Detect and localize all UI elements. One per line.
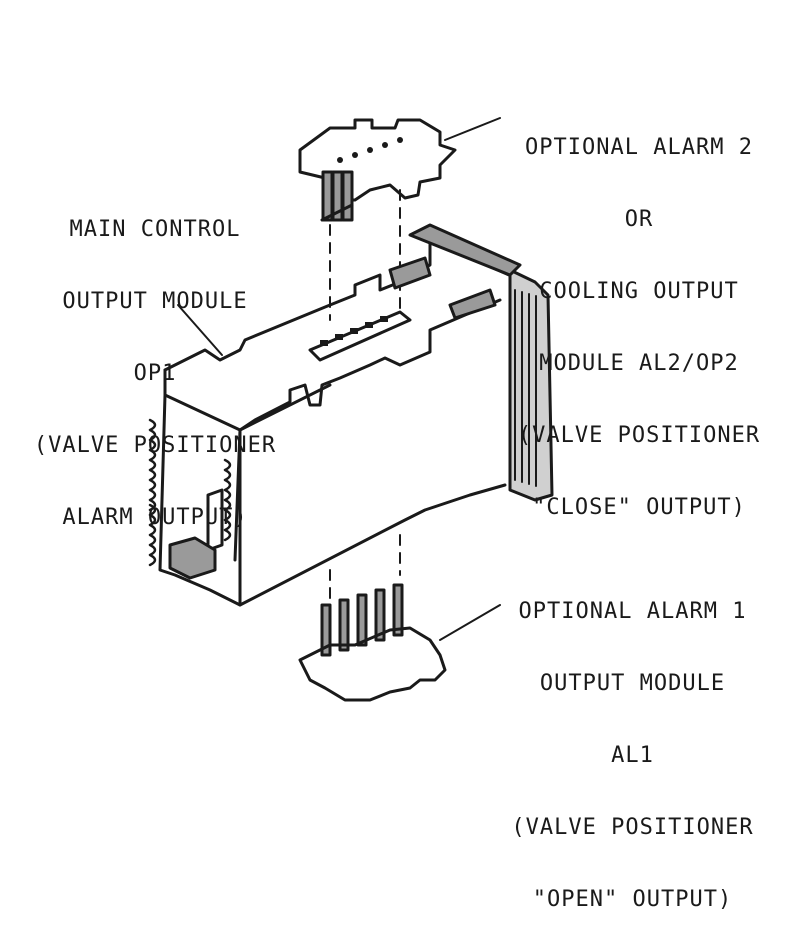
alarm2-label-line: MODULE AL2/OP2 bbox=[539, 351, 739, 376]
alarm1-leader-line bbox=[439, 604, 501, 641]
alarm2-label-line: (VALVE POSITIONER bbox=[517, 423, 761, 448]
main-label-line: (VALVE POSITIONER bbox=[33, 433, 277, 458]
bottom-terminal bbox=[168, 536, 217, 580]
exploded-assembly-drawing bbox=[148, 117, 554, 702]
main-label-line: OP1 bbox=[133, 361, 177, 386]
alarm1-module-board bbox=[298, 626, 447, 702]
alarm2-label-line: "CLOSE" OUTPUT) bbox=[532, 495, 746, 520]
main-label-line: ALARM OUTPUT) bbox=[62, 505, 248, 530]
alarm2-label-line: OR bbox=[624, 207, 654, 232]
alarm1-label-line: "OPEN" OUTPUT) bbox=[532, 887, 733, 912]
alarm1-label: OPTIONAL ALARM 1 OUTPUT MODULE AL1 (VALV… bbox=[470, 552, 795, 936]
alarm2-label-line: COOLING OUTPUT bbox=[539, 279, 739, 304]
alarm1-module-pins bbox=[320, 583, 404, 657]
alarm1-guide-lines bbox=[329, 534, 401, 601]
alarm2-module-pins bbox=[320, 170, 354, 222]
main-label-line: OUTPUT MODULE bbox=[62, 289, 248, 314]
alarm2-leader-line bbox=[444, 117, 501, 141]
alarm2-label: OPTIONAL ALARM 2 OR COOLING OUTPUT MODUL… bbox=[478, 88, 800, 544]
main-label-line: MAIN CONTROL bbox=[69, 217, 241, 242]
left-coil bbox=[148, 418, 232, 567]
controller-body bbox=[148, 223, 554, 607]
alarm2-label-line: OPTIONAL ALARM 2 bbox=[525, 135, 753, 160]
top-connector-pins bbox=[320, 316, 388, 346]
alarm1-label-line: OUTPUT MODULE bbox=[539, 671, 726, 696]
rear-terminal-strip bbox=[388, 223, 522, 320]
alarm1-label-line: AL1 bbox=[611, 743, 654, 768]
main-control-label: MAIN CONTROL OUTPUT MODULE OP1 (VALVE PO… bbox=[0, 170, 310, 554]
alarm2-pin-row bbox=[337, 137, 403, 163]
alarm1-label-line: (VALVE POSITIONER bbox=[511, 815, 754, 840]
main-module-leader-line bbox=[177, 304, 223, 356]
alarm1-label-line: OPTIONAL ALARM 1 bbox=[518, 599, 747, 624]
front-bezel bbox=[508, 268, 554, 502]
side-component bbox=[206, 488, 224, 552]
